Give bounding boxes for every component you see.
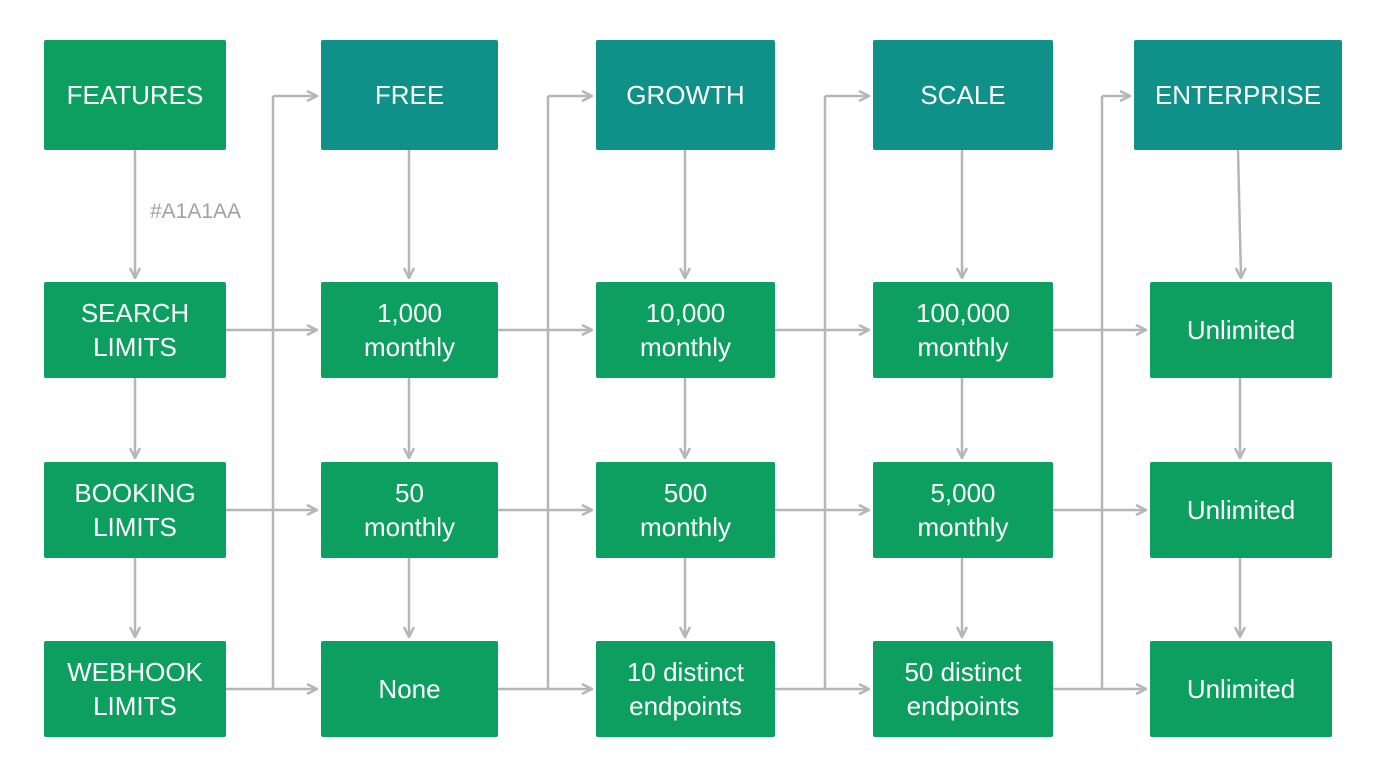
plan-header-scale: SCALE <box>873 40 1053 150</box>
scale-booking-limit: 5,000 monthly <box>873 462 1053 558</box>
free-booking-limit: 50 monthly <box>321 462 498 558</box>
features-header: FEATURES <box>44 40 226 150</box>
plan-header-enterprise: ENTERPRISE <box>1134 40 1342 150</box>
connector-line <box>1238 149 1241 278</box>
enterprise-webhook-limit: Unlimited <box>1150 641 1332 737</box>
color-note: #A1A1AA <box>150 200 242 223</box>
plan-header-growth: GROWTH <box>596 40 775 150</box>
growth-booking-limit: 500 monthly <box>596 462 775 558</box>
feature-booking-limits: BOOKING LIMITS <box>44 462 226 558</box>
plan-header-free: FREE <box>321 40 498 150</box>
enterprise-booking-limit: Unlimited <box>1150 462 1332 558</box>
enterprise-search-limit: Unlimited <box>1150 282 1332 378</box>
scale-search-limit: 100,000 monthly <box>873 282 1053 378</box>
feature-webhook-limits: WEBHOOK LIMITS <box>44 641 226 737</box>
scale-webhook-limit: 50 distinct endpoints <box>873 641 1053 737</box>
feature-search-limits: SEARCH LIMITS <box>44 282 226 378</box>
free-search-limit: 1,000 monthly <box>321 282 498 378</box>
growth-search-limit: 10,000 monthly <box>596 282 775 378</box>
growth-webhook-limit: 10 distinct endpoints <box>596 641 775 737</box>
free-webhook-limit: None <box>321 641 498 737</box>
